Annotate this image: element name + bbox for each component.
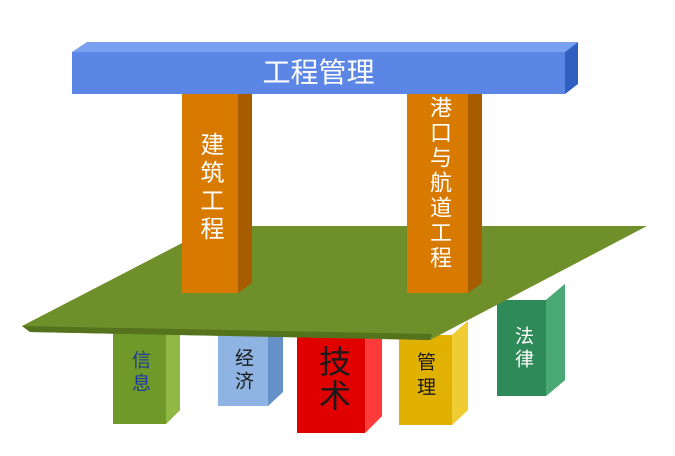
pillar-gangkou xyxy=(407,80,482,293)
leg-xinxi-label: 信息 xyxy=(129,350,151,396)
leg-guanli-label: 管理 xyxy=(414,352,436,402)
top-beam xyxy=(72,42,578,94)
leg-jishu-label: 技术 xyxy=(314,345,352,413)
leg-falv-label: 法律 xyxy=(512,326,534,372)
leg-jishu xyxy=(297,314,382,433)
leg-jingji-label: 经济 xyxy=(232,348,254,394)
leg-falv xyxy=(497,284,565,396)
platform xyxy=(22,226,647,340)
pillar-jianzhu-label: 建筑工程 xyxy=(196,132,224,244)
leg-guanli xyxy=(399,321,468,425)
pillar-jianzhu xyxy=(182,80,252,293)
top-beam-label: 工程管理 xyxy=(262,56,375,89)
leg-xinxi xyxy=(113,313,180,424)
pillar-gangkou-label: 港口与航道工程 xyxy=(426,96,451,271)
